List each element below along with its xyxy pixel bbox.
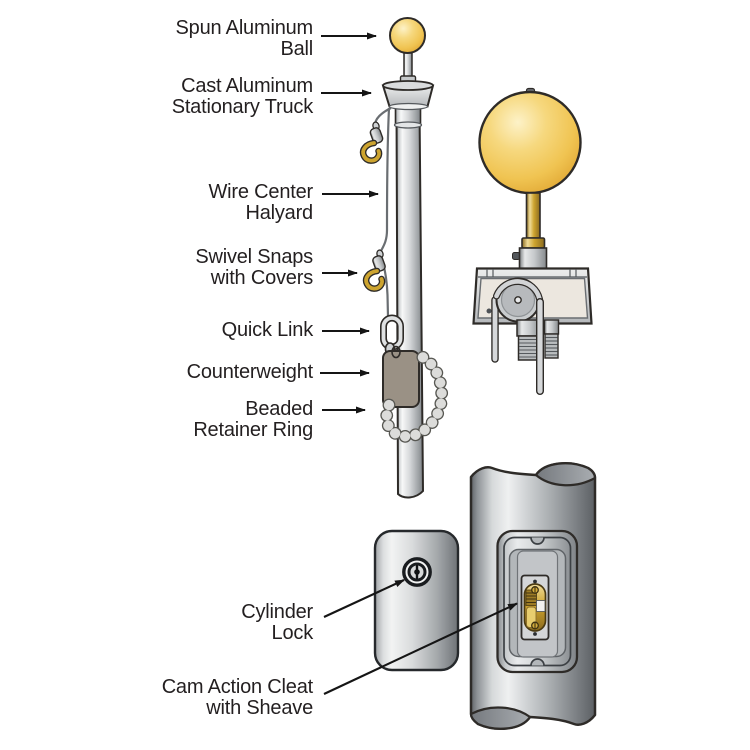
counterweight — [382, 342, 420, 408]
label-counterweight: Counterweight — [186, 361, 314, 383]
pole-base-detail — [373, 462, 597, 730]
label-swivel-snaps-with-covers: Swivel Snaps with Covers — [195, 246, 313, 289]
cylinder-lock — [402, 557, 432, 587]
truck-detail-ball — [478, 87, 582, 195]
truck-detail-illustration — [472, 87, 593, 395]
swivel-snap-bottom — [362, 249, 386, 292]
label-spun-aluminum-ball: Spun Aluminum Ball — [175, 17, 314, 60]
access-door-cover — [373, 529, 460, 672]
label-quick-link: Quick Link — [221, 319, 314, 341]
truck-detail-spindle — [512, 192, 548, 270]
arrow-cam-action-cleat — [323, 602, 518, 695]
label-cast-aluminum-stationary-truck: Cast Aluminum Stationary Truck — [171, 75, 314, 118]
cam-action-cleat — [520, 574, 550, 641]
label-cylinder-lock: Cylinder Lock — [241, 601, 313, 644]
swivel-snap-top — [359, 121, 384, 164]
beaded-retainer-ring — [380, 349, 449, 443]
spun-aluminum-ball — [389, 17, 426, 54]
label-wire-center-halyard: Wire Center Halyard — [208, 181, 314, 224]
truck-detail-threaded-studs — [516, 298, 560, 395]
arrow-cylinder-lock — [323, 579, 405, 618]
flagpole-illustration — [359, 17, 449, 499]
truck-detail-sheave — [493, 277, 543, 323]
label-cam-action-cleat-with-sheave: Cam Action Cleat with Sheave — [161, 676, 314, 719]
stationary-truck — [381, 52, 435, 111]
label-beaded-retainer-ring: Beaded Retainer Ring — [193, 398, 313, 441]
quick-link — [380, 314, 404, 351]
annotation-arrows — [320, 32, 518, 695]
